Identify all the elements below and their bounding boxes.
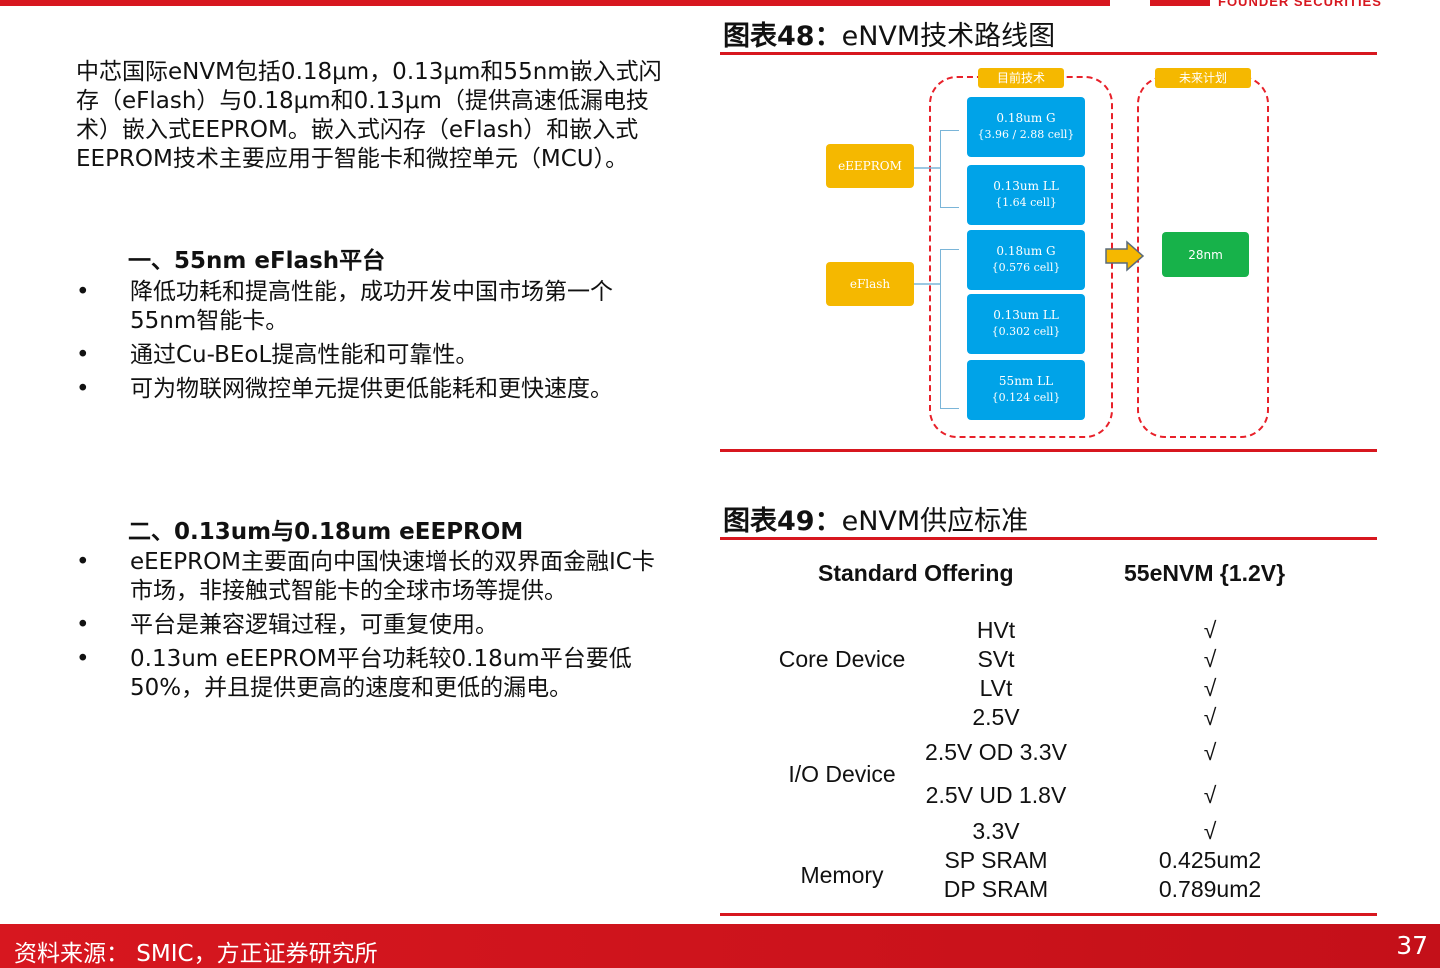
future-plan-tag: 未来计划	[1155, 68, 1251, 88]
table-cell-item: 2.5V	[972, 704, 1020, 730]
eeprom-box: eEEPROM	[826, 144, 914, 188]
table-cell-item: LVt	[979, 675, 1013, 701]
list-item: •0.13um eEEPROM平台功耗较0.18um平台要低50%，并且提供更高…	[76, 646, 632, 701]
node-box: 0.18um G{0.576 cell}	[967, 230, 1085, 290]
fig49-title: 图表49：eNVM供应标准	[723, 506, 1029, 537]
table-cell-item: 3.3V	[972, 818, 1020, 844]
node-box: 0.13um LL{1.64 cell}	[967, 165, 1085, 225]
group-io-device: I/O Device	[788, 761, 896, 787]
top-accent-bar	[0, 0, 1110, 6]
future-node-box: 28nm	[1162, 232, 1249, 277]
table-cell-item: 2.5V OD 3.3V	[925, 739, 1067, 765]
table-cell-value: √	[1203, 818, 1217, 844]
list-item: •降低功耗和提高性能，成功开发中国市场第一个55nm智能卡。	[76, 279, 613, 334]
section1-bullets: •降低功耗和提高性能，成功开发中国市场第一个55nm智能卡。 •通过Cu-BEo…	[76, 278, 666, 409]
fig49-top-rule	[720, 537, 1377, 540]
bullet-dot: •	[76, 376, 90, 402]
current-tech-tag: 目前技术	[978, 68, 1064, 88]
bullet-dot: •	[76, 612, 90, 638]
table-cell-value: √	[1203, 739, 1217, 765]
eflash-box: eFlash	[826, 262, 914, 306]
table-cell-value: 0.425um2	[1158, 847, 1262, 873]
fig48-title: 图表48：eNVM技术路线图	[723, 21, 1056, 52]
section1-title: 一、55nm eFlash平台	[128, 248, 386, 274]
list-item: •平台是兼容逻辑过程，可重复使用。	[76, 612, 498, 638]
bullet-dot: •	[76, 549, 90, 575]
fig48-top-rule	[720, 52, 1377, 55]
table-cell-item: SVt	[977, 646, 1015, 672]
fig49-bottom-rule	[720, 913, 1377, 916]
node-box: 0.13um LL{0.302 cell}	[967, 294, 1085, 354]
section2-title: 二、0.13um与0.18um eEEPROM	[128, 519, 524, 545]
table-cell-value: √	[1203, 704, 1217, 730]
eeprom-connector	[914, 167, 940, 169]
table-header-standard: Standard Offering	[818, 560, 1014, 586]
eflash-bracket	[940, 249, 959, 409]
table-cell-item: SP SRAM	[944, 847, 1048, 873]
group-core-device: Core Device	[778, 646, 906, 672]
node-box: 55nm LL{0.124 cell}	[967, 360, 1085, 420]
table-header-55envm: 55eNVM {1.2V}	[1124, 560, 1286, 586]
table-cell-value: √	[1203, 646, 1217, 672]
eeprom-bracket	[940, 130, 959, 208]
table-cell-item: DP SRAM	[943, 876, 1049, 902]
brand-logo-text: FOUNDER SECURITIES	[1218, 0, 1382, 9]
list-item: •通过Cu-BEoL提高性能和可靠性。	[76, 342, 479, 368]
intro-paragraph: 中芯国际eNVM包括0.18μm，0.13μm和55nm嵌入式闪存（eFlash…	[76, 59, 662, 172]
eflash-connector	[914, 283, 940, 285]
table-cell-value: √	[1203, 675, 1217, 701]
source-note: 资料来源： SMIC，方正证券研究所	[14, 941, 378, 967]
bullet-dot: •	[76, 279, 90, 305]
list-item: •eEEPROM主要面向中国快速增长的双界面金融IC卡市场，非接触式智能卡的全球…	[76, 549, 655, 604]
arrow-right-icon	[1105, 240, 1145, 272]
page-number: 37	[1396, 931, 1428, 960]
group-memory: Memory	[800, 862, 884, 888]
list-item: •可为物联网微控单元提供更低能耗和更快速度。	[76, 376, 613, 402]
table-cell-value: √	[1203, 617, 1217, 643]
bullet-dot: •	[76, 646, 90, 672]
node-box: 0.18um G{3.96 / 2.88 cell}	[967, 97, 1085, 157]
table-cell-item: 2.5V UD 1.8V	[925, 782, 1067, 808]
table-cell-value: 0.789um2	[1158, 876, 1262, 902]
fig48-bottom-rule	[720, 449, 1377, 452]
section2-bullets: •eEEPROM主要面向中国快速增长的双界面金融IC卡市场，非接触式智能卡的全球…	[76, 548, 666, 708]
footer-bar: 资料来源： SMIC，方正证券研究所 37	[0, 924, 1440, 968]
top-accent-bar-right	[1150, 0, 1210, 6]
table-cell-item: HVt	[976, 617, 1016, 643]
bullet-dot: •	[76, 342, 90, 368]
table-cell-value: √	[1203, 782, 1217, 808]
